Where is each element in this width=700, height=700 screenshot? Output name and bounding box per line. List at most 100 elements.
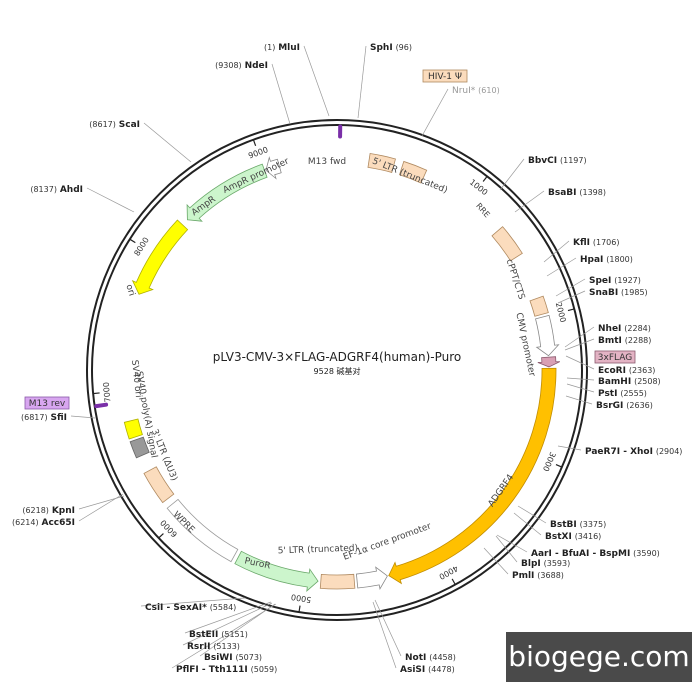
- site-label-acc65i: (6214) Acc65I: [12, 518, 75, 528]
- tick-label: 5000: [290, 592, 312, 604]
- site-label-bsrgi: BsrGI (2636): [596, 401, 653, 411]
- feature-3-ltr-u3: [143, 466, 175, 504]
- site-label-spei: SpeI (1927): [589, 276, 641, 286]
- site-label-paer7i-xhoi: PaeR7I - XhoI (2904): [585, 447, 682, 457]
- feature-label-m13-fwd: M13 fwd: [308, 157, 346, 167]
- feature-label-rre: RRE: [474, 201, 492, 219]
- hiv-psi-box: [422, 69, 468, 83]
- feature-adgrf4: [388, 367, 557, 585]
- backbone-inner: [91, 124, 583, 616]
- site-label-asisi: AsiSI (4478): [400, 665, 455, 675]
- feature-puror: [234, 550, 319, 592]
- feature-cppt-cts: [529, 295, 549, 317]
- tick-label: 3000: [541, 450, 557, 472]
- tick-label: 1000: [468, 178, 490, 198]
- feature-label-cppt: cPPT/CTS: [504, 258, 527, 301]
- feature-label-ampr-promoter: AmpR promoter: [222, 156, 291, 195]
- site-label-sphi: SphI (96): [370, 43, 412, 53]
- primer-m13-rev: [94, 402, 109, 409]
- site-label-aari-bfuai-bspmi: AarI - BfuAI - BspMI (3590): [531, 549, 660, 559]
- site-leader-pflfi-tth111i: [171, 603, 277, 669]
- site-label-pflfi-tth111i: PflFI - Tth111I (5059): [176, 665, 277, 675]
- site-leader-asisi: [372, 601, 397, 669]
- site-label-ndei: (9308) NdeI: [215, 61, 268, 71]
- feature-ampr: [186, 163, 268, 222]
- feature-label-5ltr: 5' LTR (truncated): [371, 156, 449, 195]
- site-label-bsteii: BstEII (5151): [189, 630, 248, 640]
- site-leader-bsabi: [514, 190, 545, 213]
- feature-ampr-promoter: [265, 156, 282, 180]
- tick-mark: [482, 175, 488, 182]
- site-label-bamhi: BamHI (2508): [598, 377, 661, 387]
- site-label-rsrii: RsrII (5133): [187, 642, 240, 652]
- site-label-bstxi: BstXI (3416): [545, 532, 601, 542]
- feature-cmv-promoter: [535, 314, 560, 357]
- site-label-ahdi: (8137) AhdI: [30, 185, 83, 195]
- m13-rev-box: [24, 396, 70, 410]
- site-label-psti: PstI (2555): [598, 389, 647, 399]
- feature-sv40-ori: [129, 436, 150, 459]
- site-leader-csii-sexai: [140, 597, 246, 607]
- feature-5-ltr-truncated-c: [319, 573, 356, 590]
- site-label-bstbi: BstBI (3375): [550, 520, 606, 530]
- site-leader-ndei: [271, 63, 291, 125]
- site-leader-mlui: [303, 45, 330, 117]
- feature-label-sv40ori: SV40 ori: [129, 359, 143, 398]
- site-label-nrui: NruI* (610): [452, 86, 500, 96]
- tick-label: 4000: [437, 563, 459, 581]
- feature-5-ltr-truncated-b: [399, 160, 428, 184]
- site-label-snabi: SnaBI (1985): [589, 288, 648, 298]
- site-leader-pmli: [483, 547, 509, 575]
- site-label-kfli: KflI (1706): [573, 238, 619, 248]
- site-label-pmli: PmlI (3688): [512, 571, 564, 581]
- feature-ef-1-core-promoter: [356, 566, 388, 590]
- site-label-noti: NotI (4458): [405, 653, 456, 663]
- tick-label: 7000: [102, 382, 113, 403]
- site-label-bmti: BmtI (2288): [598, 336, 651, 346]
- plasmid-size: 9528 碱基对: [314, 366, 361, 376]
- feature-label-cmv: CMV promoter: [513, 312, 536, 378]
- site-leader-bsrgi: [565, 395, 593, 405]
- tick-label: 8000: [132, 236, 150, 258]
- site-leader-scai: [143, 122, 192, 163]
- site-leader-noti: [374, 599, 402, 657]
- feature-label-ori: ori: [123, 283, 136, 297]
- tick-mark: [451, 578, 457, 586]
- site-label-kpni: (6218) KpnI: [22, 506, 75, 516]
- site-leader-nrui: [421, 88, 449, 137]
- feature-label-5ltr-2: 5' LTR (truncated): [278, 544, 359, 557]
- site-leader-hpai: [546, 257, 577, 277]
- site-leader-lines: [70, 45, 595, 669]
- site-leader-bamhi: [566, 377, 595, 381]
- site-leader-aari-bfuai-bspmi: [496, 534, 528, 553]
- tick-mark: [298, 605, 301, 613]
- site-label-bsabi: BsaBI (1398): [548, 188, 606, 198]
- site-leader-bmti: [564, 338, 595, 351]
- site-label-hpai: HpaI (1800): [580, 255, 633, 265]
- site-leader-nhei: [564, 326, 595, 348]
- feature-wpre: [166, 498, 239, 563]
- tick-mark: [567, 308, 575, 312]
- site-label-nhei: NheI (2284): [598, 324, 651, 334]
- tick-mark: [129, 238, 136, 244]
- feature-rre: [491, 226, 523, 262]
- site-leader-sphi: [357, 45, 367, 119]
- backbone-outer: [86, 119, 588, 621]
- feature-ori: [131, 219, 189, 295]
- site-label-blpi: BlpI (3593): [521, 559, 570, 569]
- site-leader-ecori: [565, 355, 595, 370]
- tick-label: 9000: [247, 145, 269, 160]
- tick-mark: [252, 139, 257, 147]
- m13-rev-label: M13 rev: [29, 399, 66, 409]
- site-leader-acc65i: [78, 493, 124, 522]
- tick-mark: [92, 392, 100, 395]
- site-leader-bbvci: [499, 158, 525, 191]
- tick-mark: [555, 463, 563, 468]
- site-leader-snabi: [557, 290, 586, 304]
- site-label-bsiwi: BsiWI (5073): [204, 653, 262, 663]
- site-leader-paer7i-xhoi: [557, 445, 582, 451]
- site-leader-sfii: [70, 415, 96, 419]
- hiv-psi-label: HIV-1 Ψ: [428, 72, 462, 82]
